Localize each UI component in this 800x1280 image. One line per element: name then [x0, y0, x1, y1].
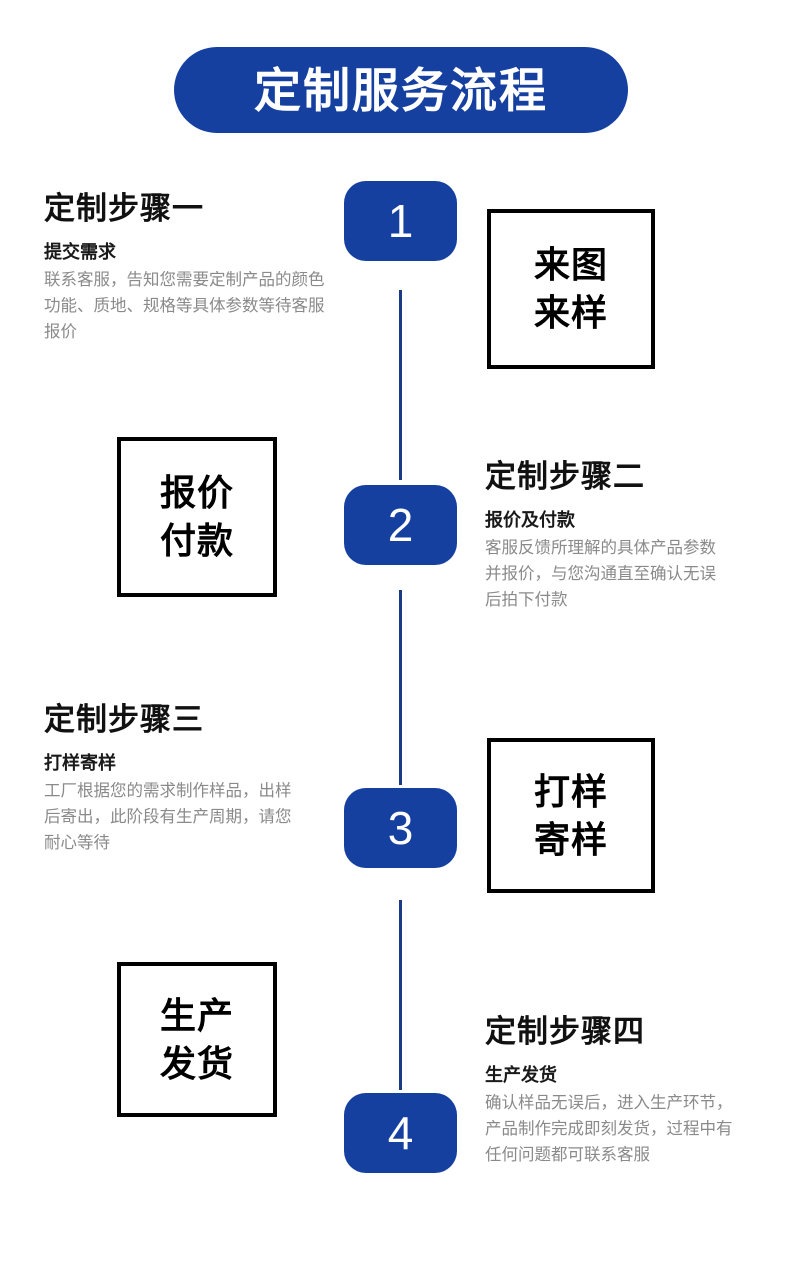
keyword-line: 来图: [533, 244, 608, 286]
page-title-pill: 定制服务流程: [174, 47, 628, 133]
step-number-4: 4: [387, 1107, 414, 1159]
keyword-line: 发货: [159, 1042, 234, 1084]
step-text-block-4: 定制步骤四 生产发货 确认样品无误后，进入生产环节， 产品制作完成即刻发货，过程…: [485, 1014, 785, 1168]
step-heading-1: 定制步骤一: [44, 191, 204, 226]
step-text-block-1: 定制步骤一 提交需求 联系客服，告知您需要定制产品的颜色 功能、质地、规格等具体…: [44, 191, 384, 345]
step-description-3: 工厂根据您的需求制作样品，出样 后寄出，此阶段有生产周期，请您 耐心等待: [44, 778, 384, 856]
step-description-line: 确认样品无误后，进入生产环节，: [485, 1094, 733, 1113]
step-description-line: 后拍下付款: [485, 591, 568, 610]
step-description-line: 功能、质地、规格等具体参数等待客服: [44, 297, 325, 316]
step-keyword-box-1: 来图 来样: [487, 209, 655, 369]
step-badge-3[interactable]: 3: [344, 788, 457, 868]
step-badge-1[interactable]: 1: [344, 181, 457, 261]
step-description-line: 客服反馈所理解的具体产品参数: [485, 539, 716, 558]
step-description-line: 报价: [44, 323, 77, 342]
connector-line-2-3: [399, 590, 402, 785]
step-description-4: 确认样品无误后，进入生产环节， 产品制作完成即刻发货，过程中有 任何问题都可联系…: [485, 1090, 785, 1168]
step-keyword-box-4: 生产 发货: [117, 962, 277, 1117]
keyword-line: 寄样: [533, 818, 608, 860]
step-description-line: 并报价，与您沟通直至确认无误: [485, 565, 716, 584]
step-number-2: 2: [387, 499, 414, 551]
step-description-line: 产品制作完成即刻发货，过程中有: [485, 1120, 733, 1139]
step-description-line: 工厂根据您的需求制作样品，出样: [44, 782, 292, 801]
step-text-block-2: 定制步骤二 报价及付款 客服反馈所理解的具体产品参数 并报价，与您沟通直至确认无…: [485, 459, 785, 613]
step-description-1: 联系客服，告知您需要定制产品的颜色 功能、质地、规格等具体参数等待客服 报价: [44, 267, 384, 345]
keyword-line: 付款: [159, 520, 234, 561]
step-badge-4[interactable]: 4: [344, 1093, 457, 1173]
step-number-3: 3: [387, 802, 414, 854]
step-description-line: 联系客服，告知您需要定制产品的颜色: [44, 271, 325, 290]
step-heading-3: 定制步骤三: [44, 702, 204, 737]
step-description-2: 客服反馈所理解的具体产品参数 并报价，与您沟通直至确认无误 后拍下付款: [485, 535, 785, 613]
connector-line-1-2: [399, 290, 402, 480]
step-keyword-box-2: 报价 付款: [117, 437, 277, 597]
step-heading-2: 定制步骤二: [485, 459, 645, 494]
keyword-line: 打样: [533, 770, 608, 812]
step-number-1: 1: [387, 195, 414, 247]
keyword-line: 生产: [159, 994, 234, 1036]
step-description-line: 后寄出，此阶段有生产周期，请您: [44, 808, 292, 827]
connector-line-3-4: [399, 900, 402, 1090]
step-subtitle-4: 生产发货: [485, 1064, 557, 1085]
step-badge-2[interactable]: 2: [344, 485, 457, 565]
step-description-line: 耐心等待: [44, 834, 110, 853]
step-subtitle-3: 打样寄样: [44, 752, 116, 773]
step-text-block-3: 定制步骤三 打样寄样 工厂根据您的需求制作样品，出样 后寄出，此阶段有生产周期，…: [44, 702, 384, 856]
step-heading-4: 定制步骤四: [485, 1014, 645, 1049]
keyword-line: 来样: [533, 292, 608, 333]
page-title: 定制服务流程: [254, 63, 548, 117]
keyword-line: 报价: [159, 472, 234, 514]
step-description-line: 任何问题都可联系客服: [485, 1146, 650, 1165]
step-subtitle-2: 报价及付款: [485, 509, 575, 530]
step-keyword-box-3: 打样 寄样: [487, 738, 655, 893]
step-subtitle-1: 提交需求: [44, 241, 116, 262]
